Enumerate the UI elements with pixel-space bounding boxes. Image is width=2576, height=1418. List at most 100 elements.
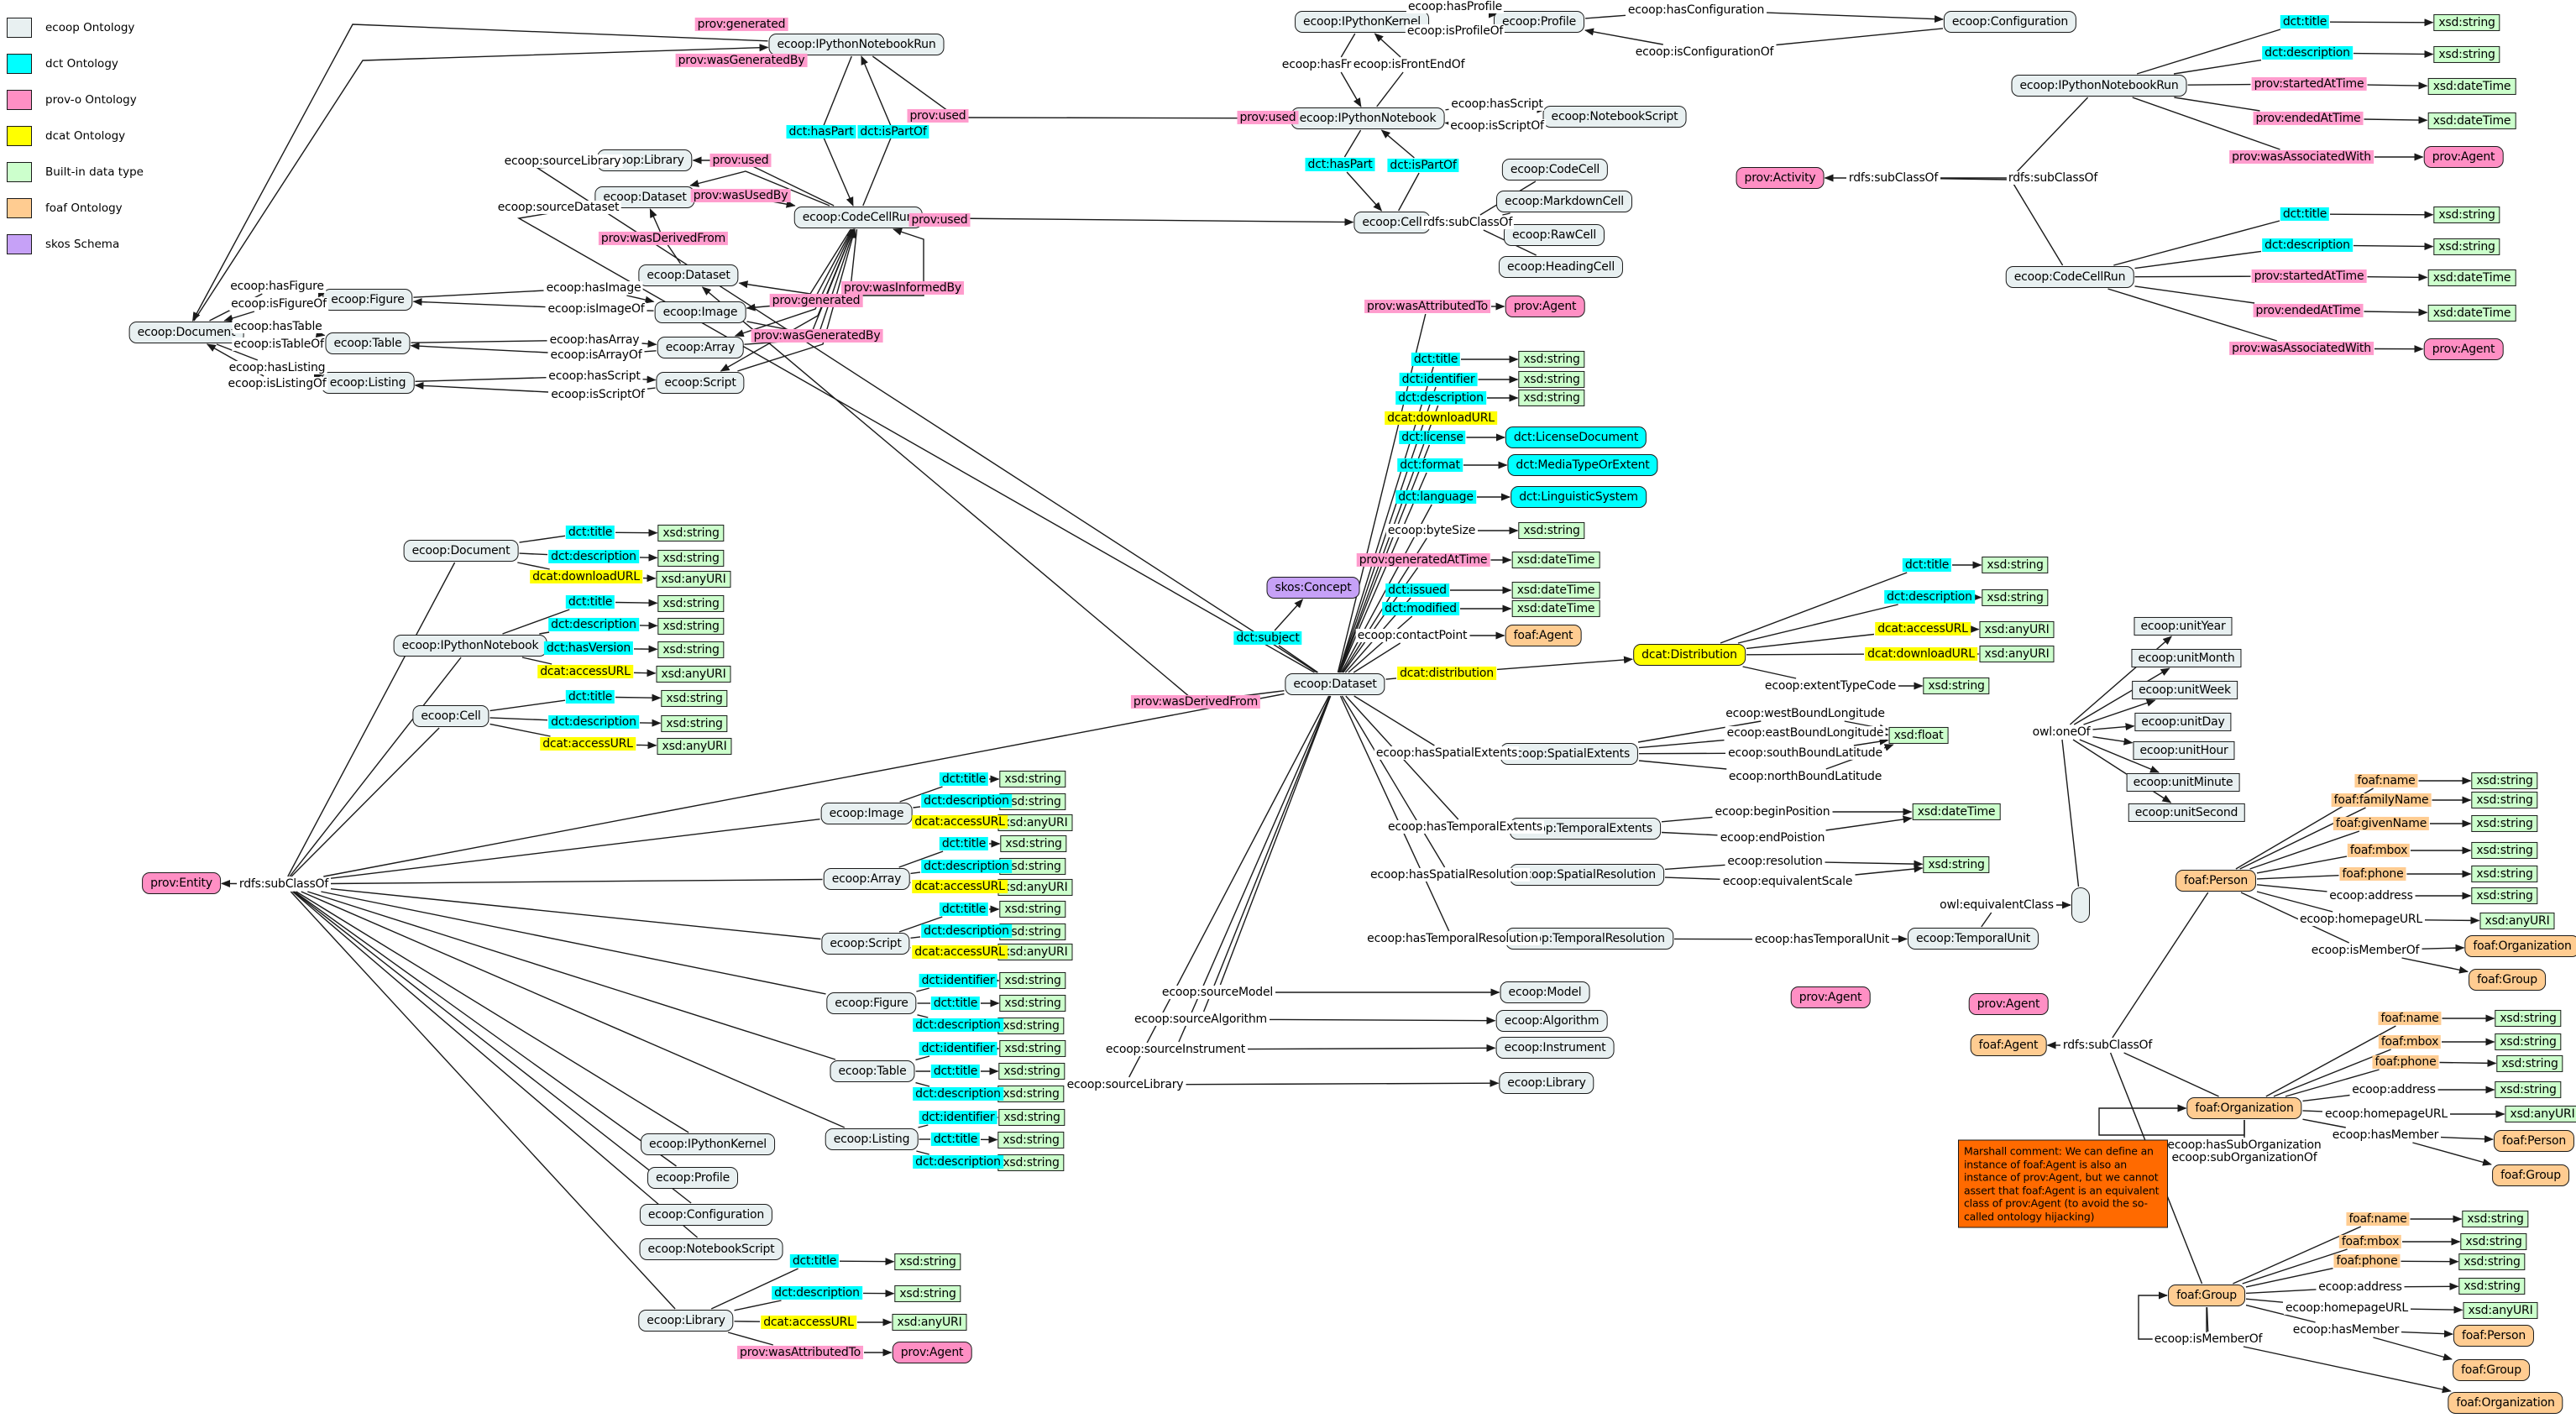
class-box-pro1[interactable]: ecoop:Profile (1494, 10, 1584, 34)
class-box-hcell[interactable]: ecoop:HeadingCell (1498, 255, 1624, 279)
class-box-rcell[interactable]: ecoop:RawCell (1503, 223, 1605, 247)
foaf-class-box-fag2[interactable]: foaf:Agent (1505, 624, 1582, 647)
class-box-ds2[interactable]: ecoop:Dataset (638, 264, 739, 287)
class-box-cfg1[interactable]: ecoop:Configuration (1943, 10, 2077, 34)
datatype-box-xs-d2t[interactable]: xsd:string (657, 524, 725, 542)
property-label-l-iImg[interactable]: ecoop:isImageOf (546, 301, 647, 317)
datatype-box-xs-s2t[interactable]: xsd:string (999, 900, 1066, 918)
datatype-box-xs-s2d[interactable]: xsd:string (999, 923, 1066, 941)
dct-class-box-licdoc[interactable]: dct:LicenseDocument (1505, 426, 1647, 449)
datatype-box-xs-n2t[interactable]: xsd:string (657, 594, 725, 613)
prov-property-label-p-wib[interactable]: prov:wasInformedBy (841, 280, 964, 296)
datatype-box-xs-f2d[interactable]: xsd:string (997, 1017, 1065, 1035)
property-label-l-hspx[interactable]: ecoop:hasSpatialExtents (1374, 746, 1520, 761)
datatype-box-xd-r2s[interactable]: xsd:dateTime (2427, 77, 2516, 96)
unit-box-uMo[interactable]: ecoop:unitMonth (2131, 648, 2242, 668)
unit-box-uMi[interactable]: ecoop:unitMinute (2126, 772, 2240, 793)
dct-property-label-c-dlg[interactable]: dct:language (1395, 489, 1476, 505)
dcat-property-label-y-s2a[interactable]: dcat:accessURL (912, 944, 1008, 960)
dct-property-label-c-c2t[interactable]: dct:title (2280, 207, 2330, 222)
datatype-box-xd-dm[interactable]: xsd:dateTime (1511, 599, 1600, 618)
datatype-box-xs-t2i[interactable]: xsd:string (999, 1039, 1066, 1058)
datatype-box-xs-ce2d[interactable]: xsd:string (661, 714, 728, 733)
foaf-property-label-f-gn[interactable]: foaf:name (2346, 1211, 2410, 1227)
property-label-l-imo2[interactable]: ecoop:isMemberOf (2152, 1332, 2264, 1347)
datatype-box-xu-n2a[interactable]: xsd:anyURI (656, 665, 731, 683)
datatype-box-xs-r2t[interactable]: xsd:string (2433, 13, 2500, 32)
datatype-box-xs-r2d[interactable]: xsd:string (2433, 45, 2500, 64)
class-box-ccr1[interactable]: ecoop:CodeCellRun (793, 206, 923, 229)
dct-property-label-c-t2d[interactable]: dct:description (913, 1086, 1003, 1101)
datatype-box-xs-p2[interactable]: xsd:string (2471, 791, 2538, 809)
class-box-nbs2[interactable]: ecoop:NotebookScript (639, 1237, 783, 1261)
dct-property-label-c-df[interactable]: dct:format (1397, 458, 1463, 473)
datatype-box-xs-f2t[interactable]: xsd:string (999, 994, 1066, 1012)
datatype-box-xs-d2d[interactable]: xsd:string (657, 549, 725, 568)
datatype-box-xs-lbt[interactable]: xsd:string (894, 1253, 961, 1271)
datatype-box-xs-f2i[interactable]: xsd:string (999, 971, 1066, 990)
foaf-property-label-f-pm[interactable]: foaf:mbox (2347, 843, 2411, 858)
prov-property-label-p-r2e[interactable]: prov:endedAtTime (2253, 111, 2364, 126)
datatype-box-xu-lba[interactable]: xsd:anyURI (892, 1313, 967, 1332)
class-box-scr2[interactable]: ecoop:Script (821, 932, 910, 955)
prov-property-label-p-c2e[interactable]: prov:endedAtTime (2253, 303, 2364, 318)
datatype-box-xu-a2a[interactable]: xsd:anyURI (997, 878, 1073, 897)
class-box-nbs1[interactable]: ecoop:NotebookScript (1542, 105, 1687, 128)
datatype-box-xu-d2u[interactable]: xsd:anyURI (656, 570, 731, 589)
dct-property-label-c-ip2[interactable]: dct:isPartOf (1387, 158, 1459, 173)
dct-property-label-c-ce2d[interactable]: dct:description (548, 714, 639, 730)
class-box-nb1[interactable]: ecoop:IPythonNotebook (1291, 107, 1445, 130)
class-box-img2[interactable]: ecoop:Image (820, 802, 913, 825)
dcat-property-label-y-d2u[interactable]: dcat:downloadURL (530, 569, 642, 584)
prov-property-label-p-lba[interactable]: prov:wasAttributedTo (737, 1345, 863, 1360)
property-label-l-ebl[interactable]: ecoop:eastBoundLongitude (1725, 725, 1886, 740)
dct-property-label-c-hp1[interactable]: dct:hasPart (786, 124, 856, 139)
dct-property-label-c-hp2[interactable]: dct:hasPart (1305, 157, 1375, 172)
prov-property-label-p-usd2[interactable]: prov:used (1237, 110, 1299, 125)
datatype-box-xs-p5[interactable]: xsd:string (2471, 865, 2538, 883)
dct-property-label-c-lbd[interactable]: dct:description (772, 1285, 862, 1300)
class-box-alg[interactable]: ecoop:Algorithm (1495, 1009, 1608, 1033)
datatype-box-xd-dg[interactable]: xsd:dateTime (1511, 551, 1600, 569)
class-box-ccell[interactable]: ecoop:CodeCell (1501, 158, 1609, 181)
property-label-l-hCfg[interactable]: ecoop:hasConfiguration (1626, 3, 1767, 18)
dcat-property-label-y-lba[interactable]: dcat:accessURL (761, 1315, 856, 1330)
dct-property-label-c-dit[interactable]: dct:title (1902, 557, 1952, 573)
property-label-l-htpr[interactable]: ecoop:hasTemporalResolution (1365, 931, 1540, 946)
class-box-mod[interactable]: ecoop:Model (1500, 981, 1590, 1004)
datatype-box-xd-c2e[interactable]: xsd:dateTime (2427, 304, 2516, 322)
datatype-box-xs-ce2t[interactable]: xsd:string (661, 689, 728, 708)
datatype-box-xs-t2t[interactable]: xsd:string (998, 1062, 1065, 1081)
property-label-l-hImg[interactable]: ecoop:hasImage (544, 280, 643, 296)
prov-property-label-p-gen1[interactable]: prov:generated (694, 17, 788, 32)
unit-box-uS[interactable]: ecoop:unitSecond (2128, 803, 2245, 823)
dct-property-label-c-r2d[interactable]: dct:description (2262, 45, 2353, 60)
property-label-l-hso[interactable]: ecoop:hasSubOrganization (2165, 1138, 2323, 1153)
class-box-nb2[interactable]: ecoop:IPythonNotebook (393, 634, 547, 657)
datatype-box-xs-g2[interactable]: xsd:string (2460, 1232, 2527, 1251)
property-label-l-addr3[interactable]: ecoop:address (2317, 1279, 2404, 1295)
property-label-l-iScr2[interactable]: ecoop:isScriptOf (1448, 118, 1546, 133)
property-label-l-sLib[interactable]: ecoop:sourceLibrary (502, 154, 623, 169)
class-box-cel2[interactable]: ecoop:Cell (412, 704, 490, 728)
foaf-property-label-f-op[interactable]: foaf:phone (2372, 1054, 2439, 1070)
class-box-pro2[interactable]: ecoop:Profile (647, 1166, 738, 1190)
dct-property-label-c-ce2t[interactable]: dct:title (565, 689, 615, 704)
class-box-ins[interactable]: ecoop:Instrument (1495, 1036, 1615, 1060)
class-box-arr2[interactable]: ecoop:Array (823, 867, 910, 891)
class-box-dsm[interactable]: ecoop:Dataset (1285, 672, 1385, 696)
unit-box-uW[interactable]: ecoop:unitWeek (2132, 680, 2238, 700)
dct-property-label-c-t2i[interactable]: dct:identifier (919, 1041, 997, 1056)
property-label-l-eqs[interactable]: ecoop:equivalentScale (1720, 874, 1855, 889)
foaf-class-box-fper-t2[interactable]: foaf:Person (2493, 1129, 2575, 1153)
property-label-l-sbl[interactable]: ecoop:southBoundLatitude (1726, 746, 1884, 761)
prov-class-box-pag5[interactable]: prov:Agent (1790, 986, 1871, 1009)
prov-class-box-act[interactable]: prov:Activity (1736, 166, 1825, 190)
prov-property-label-p-wdf1[interactable]: prov:wasDerivedFrom (598, 231, 729, 246)
datatype-box-xs-p1[interactable]: xsd:string (2471, 772, 2538, 790)
foaf-class-box-fgrp-t3[interactable]: foaf:Group (2453, 1358, 2530, 1382)
class-box-cel1[interactable]: ecoop:Cell (1353, 211, 1431, 234)
prov-class-box-pag1[interactable]: prov:Agent (2423, 145, 2504, 169)
property-label-l-iCfg[interactable]: ecoop:isConfigurationOf (1633, 44, 1776, 60)
dct-property-label-c-dd[interactable]: dct:description (1395, 390, 1486, 406)
